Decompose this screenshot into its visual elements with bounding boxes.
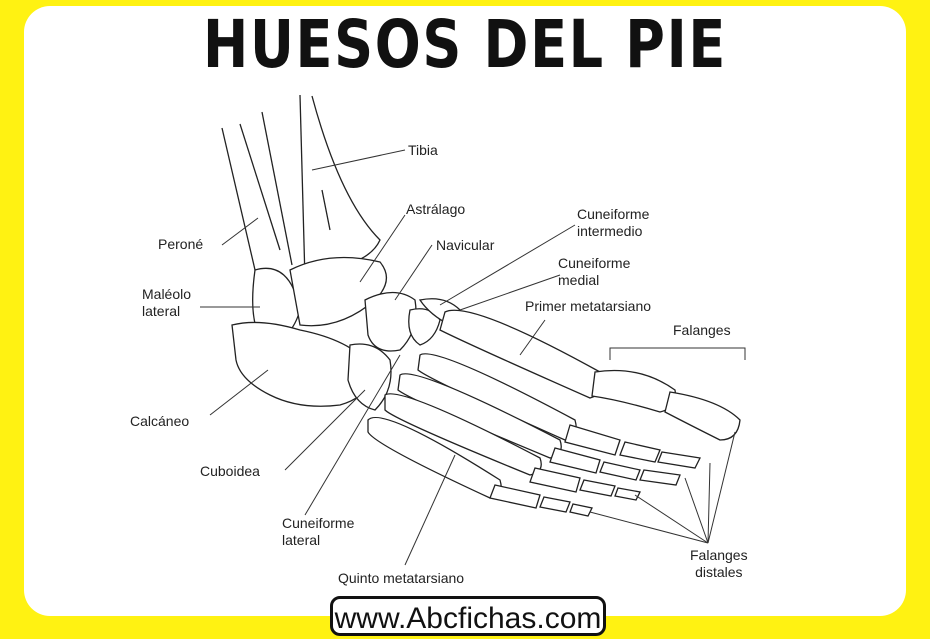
page-title: HUESOS DEL PIE	[203, 6, 727, 83]
label-navicular: Navicular	[436, 237, 495, 253]
label-line: Falanges	[690, 547, 748, 563]
label-primer-metatarsiano: Primer metatarsiano	[525, 298, 652, 314]
label-line: medial	[558, 272, 600, 288]
label-line: lateral	[142, 303, 181, 319]
label-line: Maléolo	[142, 286, 192, 302]
label-astragalo: Astrálago	[406, 201, 466, 217]
metatarsals	[367, 309, 604, 499]
label-quinto-metatarsiano: Quinto metatarsiano	[338, 570, 465, 586]
label-line: lateral	[282, 532, 321, 548]
talus	[289, 256, 387, 327]
leader-lines	[200, 149, 746, 566]
footer-url-link[interactable]: www.Abcfichas.com	[330, 596, 606, 636]
tarsal-bones	[231, 256, 461, 411]
tibia-outline	[299, 94, 306, 281]
phalanges	[489, 369, 741, 517]
cuboid	[347, 343, 392, 411]
label-perone: Peroné	[158, 236, 204, 252]
label-line: distales	[695, 564, 743, 580]
label-cuboidea: Cuboidea	[200, 463, 260, 479]
label-tibia: Tibia	[408, 142, 438, 158]
label-line: intermedio	[577, 223, 643, 239]
foot-bones-illustration	[200, 94, 746, 566]
label-falanges: Falanges	[673, 322, 731, 338]
label-calcaneo: Calcáneo	[130, 413, 190, 429]
label-line: Cuneiforme	[282, 515, 355, 531]
label-line: Cuneiforme	[558, 255, 631, 271]
label-line: Cuneiforme	[577, 206, 650, 222]
